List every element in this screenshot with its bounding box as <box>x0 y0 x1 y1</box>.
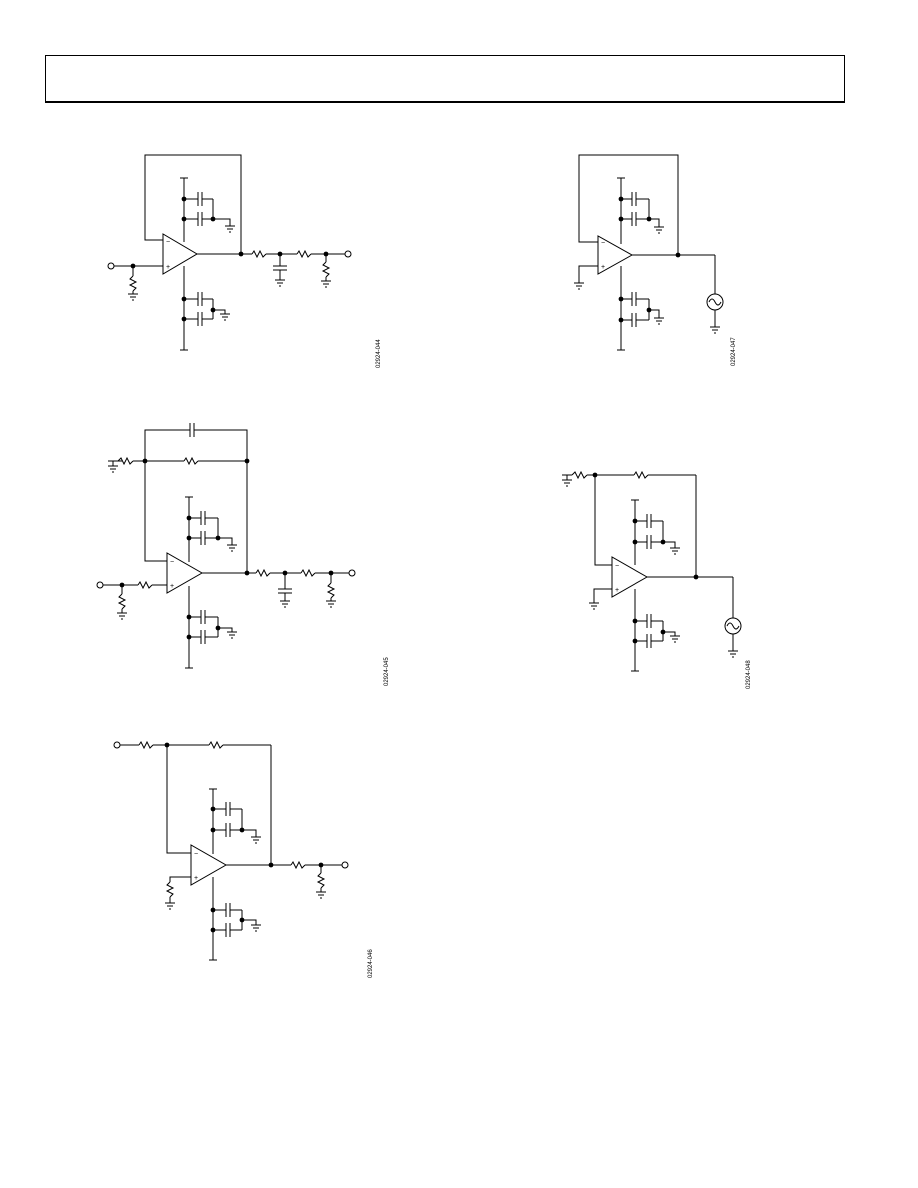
non-inverting-pin-label: + <box>166 264 170 271</box>
inverting-pin-label: − <box>194 851 198 858</box>
non-inverting-pin-label: + <box>194 875 198 882</box>
non-inverting-pin-label: + <box>601 264 605 271</box>
inverting-pin-label: − <box>601 240 605 247</box>
non-inverting-pin-label: + <box>170 583 174 590</box>
inverting-pin-label: − <box>166 239 170 246</box>
inverting-pin-label: − <box>615 563 619 570</box>
non-inverting-pin-label: + <box>615 587 619 594</box>
inverting-pin-label: − <box>170 559 174 566</box>
page-header-box <box>45 55 845 103</box>
figure-id-5: 02924-046 <box>368 949 374 978</box>
